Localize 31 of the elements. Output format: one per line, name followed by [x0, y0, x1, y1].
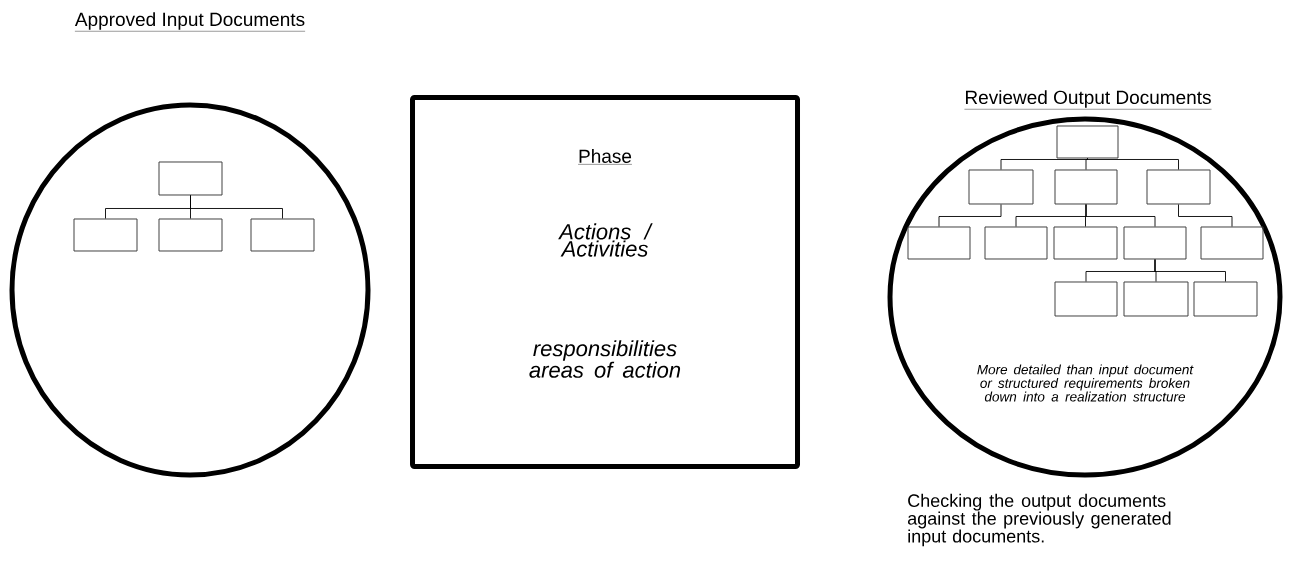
chart-box — [968, 169, 1034, 205]
connector-line — [1000, 158, 1088, 170]
connector-line — [1085, 204, 1156, 227]
chart-box — [250, 218, 315, 252]
connector-line — [1178, 204, 1233, 227]
heading: Phase — [577, 149, 633, 165]
chart-box — [1123, 226, 1187, 260]
chart-box — [1200, 226, 1264, 260]
chart-box — [158, 218, 223, 252]
chart-box — [1123, 281, 1189, 317]
chart-box — [73, 218, 138, 252]
connector-line — [190, 195, 283, 219]
body-text: responsibilities areas of action — [529, 340, 681, 378]
heading: Approved Input Documents — [74, 12, 306, 32]
heading: Reviewed Output Documents — [964, 90, 1212, 110]
chart-box — [1053, 226, 1118, 260]
connector-line — [1085, 158, 1088, 170]
chart-box — [984, 226, 1048, 260]
chart-box — [1054, 169, 1118, 205]
connector-line — [1087, 158, 1179, 170]
note-text: More detailed than input document or structured requirements broken down into a realization structure — [977, 364, 1194, 402]
chart-box — [907, 226, 971, 260]
connector-line — [938, 204, 1002, 227]
chart-box — [158, 161, 223, 196]
connector-line — [1154, 259, 1226, 282]
body-text: Actions / Activities — [558, 223, 653, 257]
chart-box — [1193, 281, 1258, 317]
chart-box — [1056, 125, 1119, 159]
chart-box — [1146, 169, 1211, 205]
chart-box — [1054, 281, 1118, 317]
note-text: Checking the output documents against the previously generated input documents. — [907, 493, 1171, 547]
